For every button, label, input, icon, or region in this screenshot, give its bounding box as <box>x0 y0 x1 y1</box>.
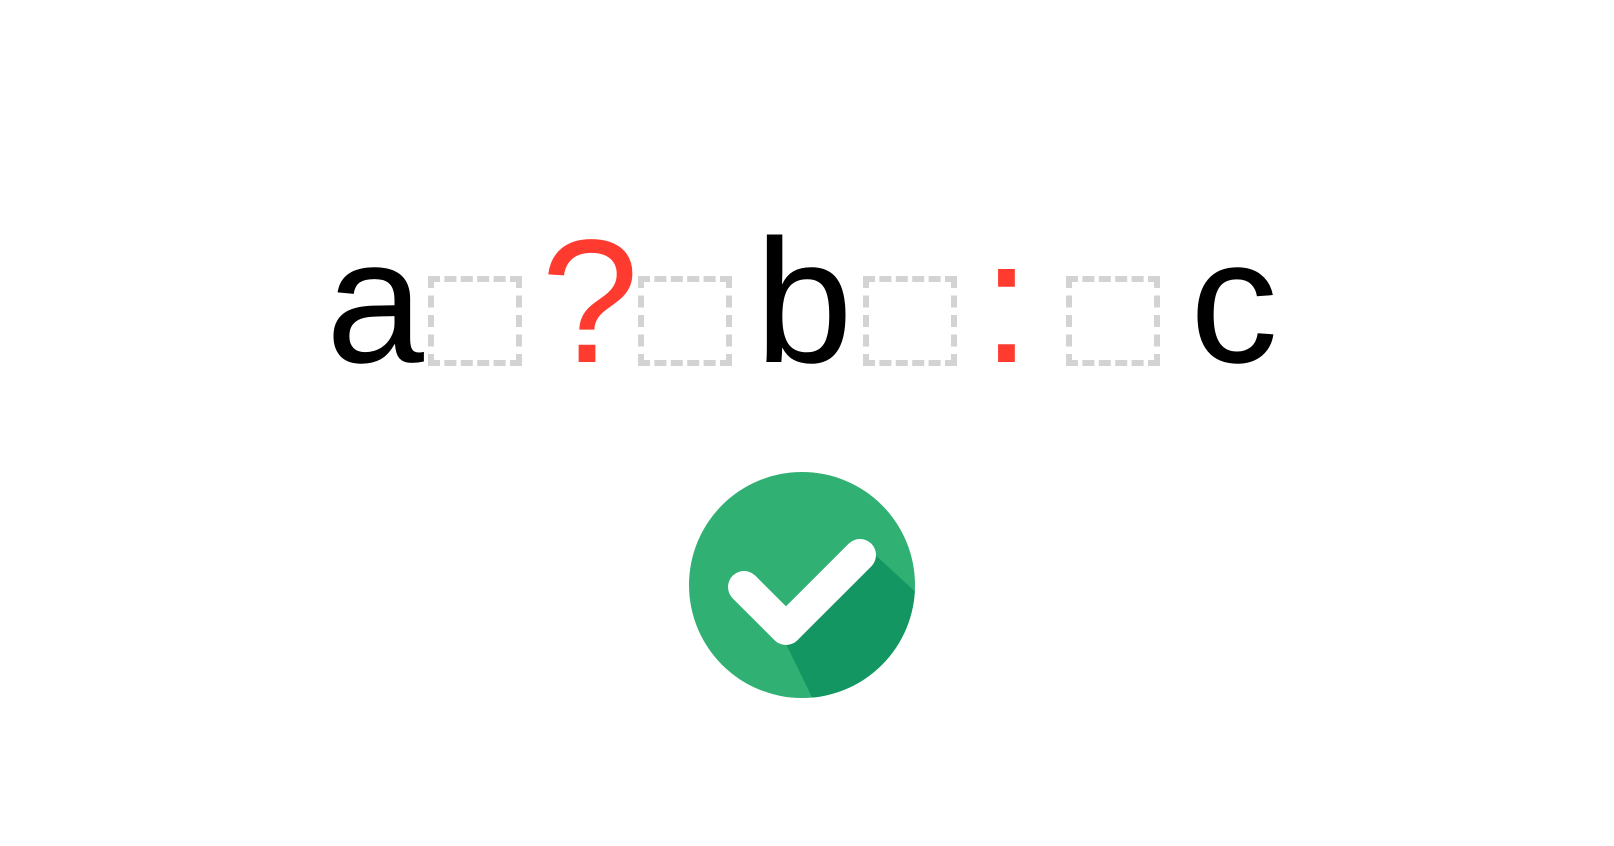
operand-b: b <box>755 204 853 400</box>
question-operator: ? <box>541 204 639 400</box>
colon-operator: : <box>982 204 1031 400</box>
operand-c: c <box>1190 204 1278 400</box>
operand-a: a <box>326 204 424 400</box>
space-marker <box>428 276 522 366</box>
check-circle-icon <box>689 472 915 698</box>
space-marker <box>638 276 732 366</box>
space-marker <box>863 276 957 366</box>
space-marker <box>1066 276 1160 366</box>
check-mark <box>728 539 876 645</box>
